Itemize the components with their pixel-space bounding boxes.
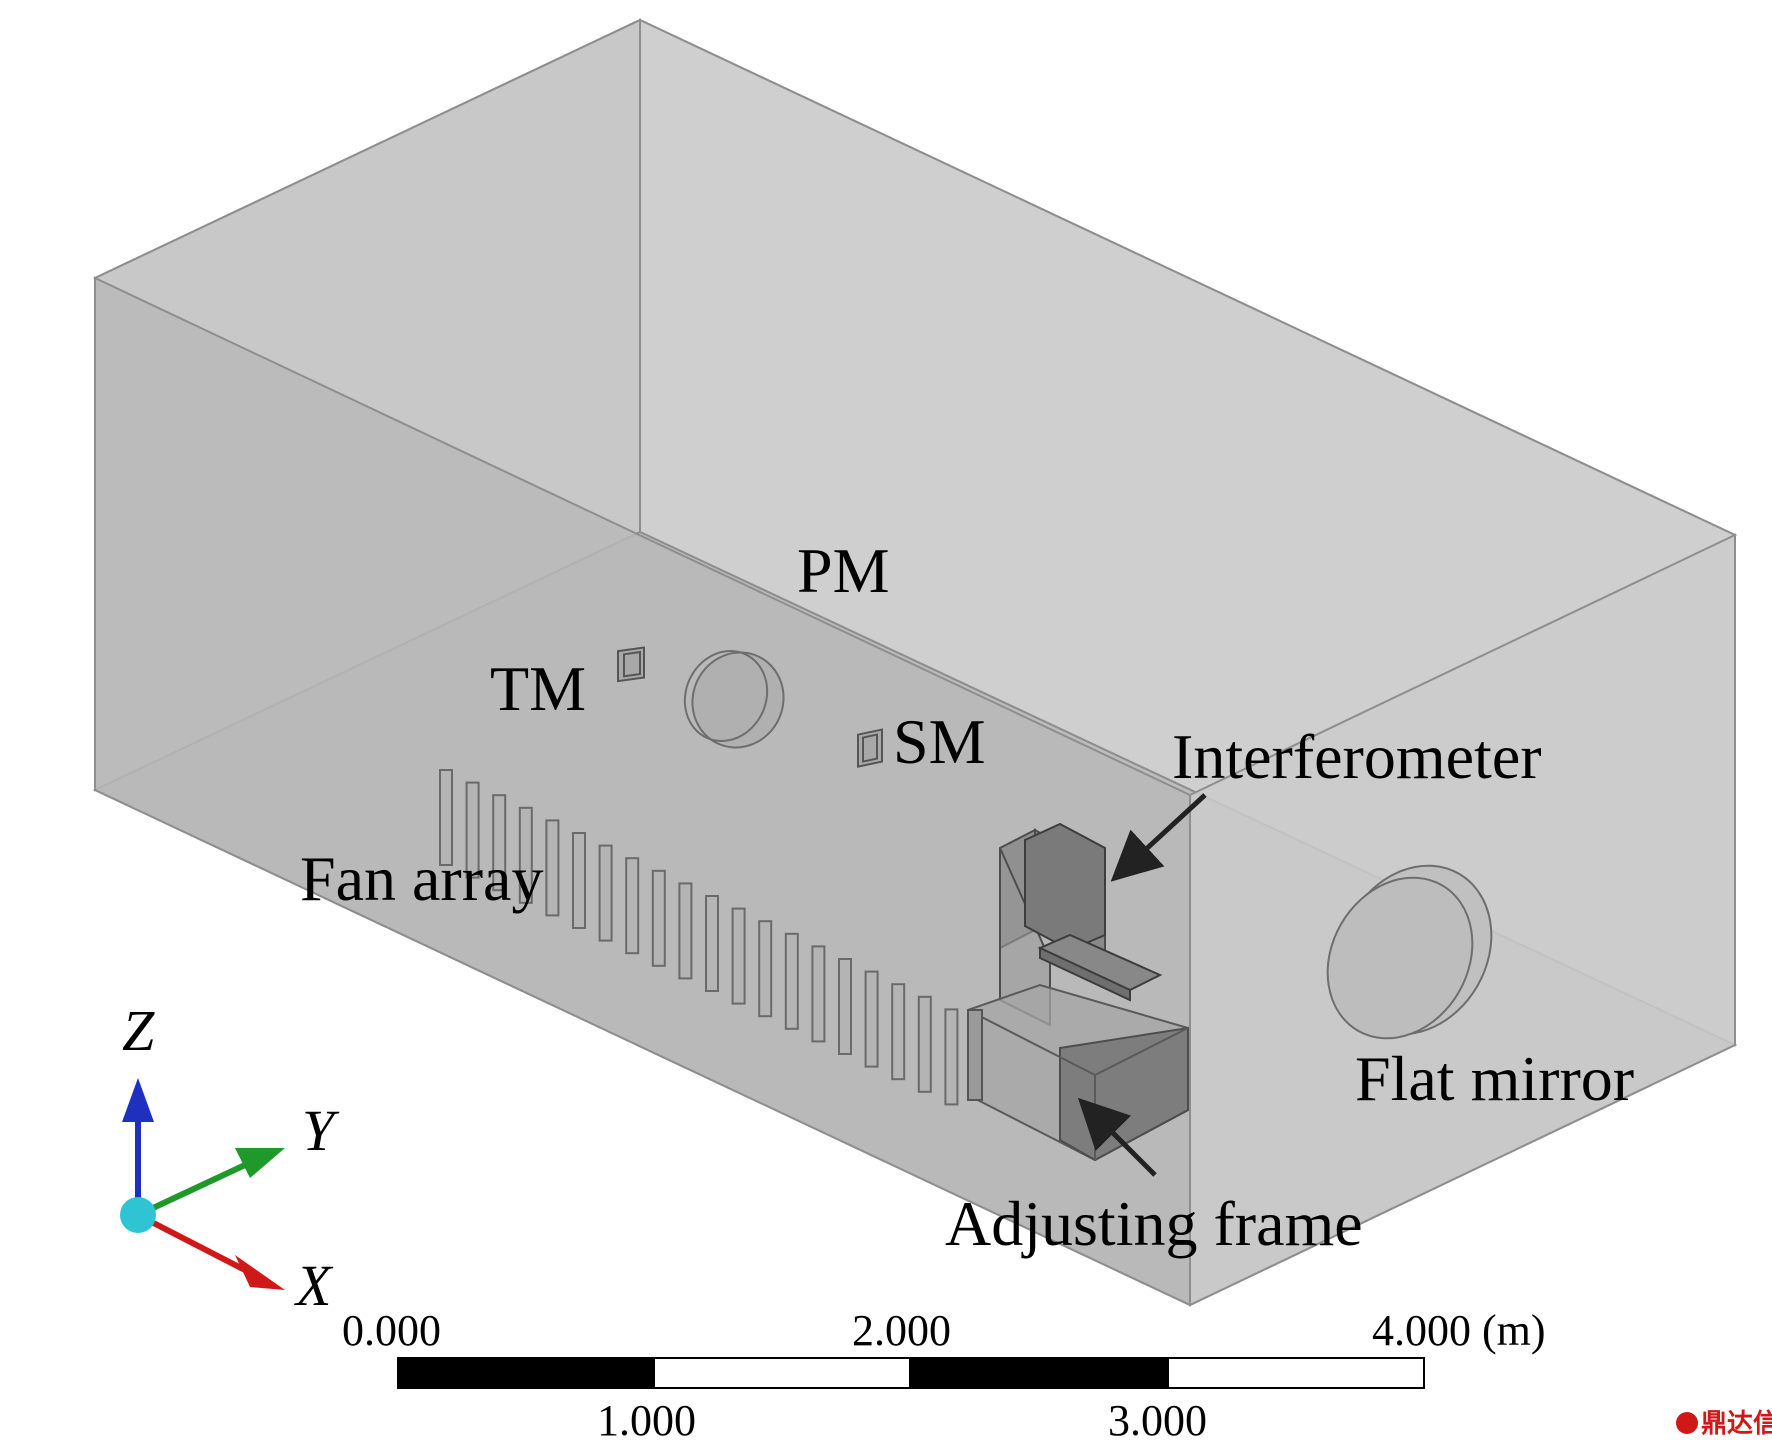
y-axis-line [136,1162,247,1218]
watermark: 鼎达信 [1676,1409,1772,1439]
scale-tick-1: 1.000 [597,1396,696,1443]
interferometer-body [1024,822,1106,952]
label-fan-array: Fan array [300,843,543,914]
scale-bar: 0.000 2.000 4.000 (m) 1.000 3.000 [342,1306,1546,1443]
fan-slot [598,844,613,942]
scale-tick-2: 2.000 [852,1306,951,1355]
y-axis-label: Y [302,1098,340,1163]
fan-slot [678,882,693,980]
axis-triad: Z Y X [120,998,340,1318]
label-flat-mirror: Flat mirror [1355,1043,1634,1114]
interferometer-arrow [1110,793,1207,882]
fan-slot [758,920,773,1018]
primary-mirror [683,650,785,749]
fan-slot [572,832,586,929]
label-sm: SM [893,706,986,777]
y-axis-arrowhead [235,1148,285,1178]
z-axis-arrowhead [122,1078,154,1122]
fan-slot [944,1008,959,1106]
fan-slot [891,983,906,1081]
fan-slot [811,945,826,1043]
fan-slot [838,958,852,1055]
watermark-icon [1676,1412,1698,1434]
x-axis-label: X [294,1253,334,1318]
flat-mirror [1326,864,1493,1040]
fan-slot [917,995,932,1093]
tertiary-mirror [617,646,645,683]
watermark-text: 鼎达信 [1701,1409,1772,1439]
axis-origin [120,1197,156,1233]
label-tm: TM [490,653,586,724]
label-adjusting-frame: Adjusting frame [945,1188,1363,1259]
secondary-mirror [857,728,883,768]
fan-slot [518,806,533,904]
fan-slot [705,895,719,992]
fan-slot [651,869,666,967]
fan-slot [731,907,746,1005]
scale-tick-4: 4.000 (m) [1372,1306,1546,1355]
fan-slot [439,769,453,866]
x-axis-line [136,1212,247,1273]
scale-segment-4 [1167,1357,1425,1389]
scale-segment-1 [397,1357,655,1389]
scale-segment-3 [909,1357,1169,1389]
scale-segment-2 [653,1357,911,1389]
fan-slot [465,781,480,879]
fan-slot [784,932,799,1030]
fan-array [439,769,959,1106]
z-axis-label: Z [122,998,155,1063]
label-interferometer: Interferometer [1172,721,1542,792]
x-axis-arrowhead [235,1255,285,1290]
scale-tick-3: 3.000 [1108,1396,1207,1443]
scale-tick-0: 0.000 [342,1306,441,1355]
adjusting-frame-arrow [1077,1097,1157,1177]
label-pm: PM [797,535,890,606]
fan-slot [545,819,560,917]
fan-slot [864,970,879,1068]
fan-slot [492,794,507,892]
fan-slot [625,857,640,955]
